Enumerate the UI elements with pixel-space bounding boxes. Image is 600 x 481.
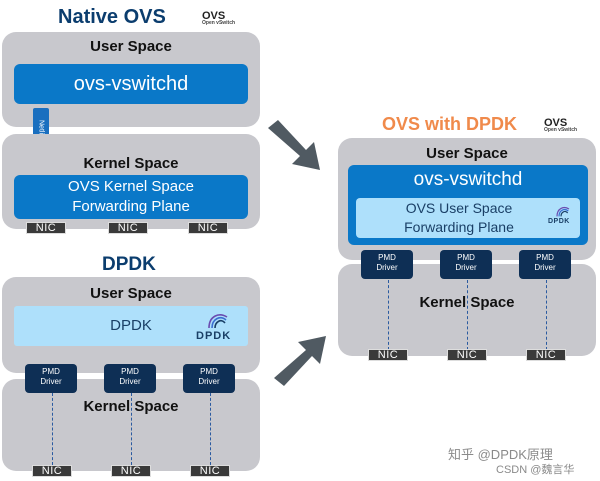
- pmd-label-1: PMD: [121, 367, 139, 376]
- dpdk-link-line-1: [52, 393, 53, 465]
- ovs-dpdk-vswitchd-label: ovs-vswitchd: [413, 169, 523, 190]
- native-nic-2: NIC: [108, 222, 148, 234]
- dpdk-link-line-2: [131, 393, 132, 465]
- arrow-up-right-icon: [274, 336, 326, 386]
- dpdk-kernel-space-label: Kernel Space: [83, 398, 179, 415]
- dpdk-logo: DPDK: [196, 310, 238, 344]
- pmd-label-1: PMD: [200, 367, 218, 376]
- pmd-label-2: Driver: [376, 263, 398, 272]
- native-ovs-title: Native OVS: [58, 6, 166, 28]
- ovs-logo: OVS Open vSwitch: [202, 10, 235, 26]
- ovs-dpdk-pmd-driver-1: PMD Driver: [361, 250, 413, 279]
- dpdk-nic-3: NIC: [190, 465, 230, 477]
- ovs-dpdk-link-line-1: [388, 280, 389, 350]
- native-nic-3: NIC: [188, 222, 228, 234]
- dpdk-pmd-driver-2: PMD Driver: [104, 364, 156, 393]
- ovs-logo-subtitle: Open vSwitch: [544, 127, 578, 133]
- native-kernel-fwd-plane: OVS Kernel Space Forwarding Plane: [14, 175, 248, 219]
- ovs-logo-subtitle: Open vSwitch: [202, 20, 236, 26]
- dpdk-pmd-driver-3: PMD Driver: [183, 364, 235, 393]
- native-vswitchd-box: ovs-vswitchd: [14, 64, 248, 104]
- ovs-logo-text: OVS: [544, 117, 568, 129]
- ovs-dpdk-nic-3: NIC: [526, 349, 566, 361]
- native-fwd-line2: Forwarding Plane: [72, 198, 190, 215]
- pmd-label-2: Driver: [119, 377, 141, 386]
- pmd-label-2: Driver: [455, 263, 477, 272]
- watermark-line2: CSDN @魏言华: [496, 464, 575, 476]
- ovs-user-fwd-line2: Forwarding Plane: [404, 219, 514, 235]
- netlink-label: Netlink: [37, 120, 45, 142]
- pmd-label-1: PMD: [42, 367, 60, 376]
- ovs-dpdk-pmd-driver-2: PMD Driver: [440, 250, 492, 279]
- ovs-dpdk-nic-1: NIC: [368, 349, 408, 361]
- ovs-dpdk-logo: DPDK: [548, 204, 578, 234]
- watermark-line1: 知乎 @DPDK原理: [448, 447, 553, 462]
- native-fwd-line1: OVS Kernel Space: [68, 178, 194, 195]
- dpdk-title: DPDK: [102, 254, 156, 275]
- dpdk-swirl-icon: [556, 207, 570, 217]
- ovs-logo: OVS Open vSwitch: [544, 117, 577, 133]
- pmd-label-1: PMD: [536, 253, 554, 262]
- pmd-label-2: Driver: [198, 377, 220, 386]
- ovs-dpdk-link-line-3: [546, 280, 547, 350]
- dpdk-user-space-label: User Space: [90, 285, 172, 302]
- ovs-dpdk-nic-2: NIC: [447, 349, 487, 361]
- ovs-user-fwd-plane: OVS User Space Forwarding Plane: [356, 198, 580, 238]
- arrow-down-right-icon: [268, 120, 320, 170]
- pmd-label-2: Driver: [534, 263, 556, 272]
- ovs-dpdk-kernel-space-label: Kernel Space: [419, 294, 515, 311]
- ovs-dpdk-title: OVS with DPDK: [382, 114, 518, 134]
- ovs-logo-text: OVS: [202, 10, 226, 22]
- ovs-user-fwd-line1: OVS User Space: [405, 200, 513, 216]
- ovs-dpdk-user-space-label: User Space: [426, 145, 508, 162]
- dpdk-nic-2: NIC: [111, 465, 151, 477]
- dpdk-pmd-driver-1: PMD Driver: [25, 364, 77, 393]
- dpdk-box-label: DPDK: [110, 317, 152, 334]
- native-nic-1: NIC: [26, 222, 66, 234]
- pmd-label-1: PMD: [378, 253, 396, 262]
- pmd-label-1: PMD: [457, 253, 475, 262]
- dpdk-logo-text: DPDK: [196, 330, 232, 342]
- pmd-label-2: Driver: [40, 377, 62, 386]
- native-kernel-space-label: Kernel Space: [83, 155, 179, 172]
- dpdk-swirl-icon: [208, 314, 228, 329]
- native-user-space-label: User Space: [90, 38, 172, 55]
- ovs-dpdk-link-line-2: [467, 280, 468, 350]
- dpdk-nic-1: NIC: [32, 465, 72, 477]
- dpdk-link-line-3: [210, 393, 211, 465]
- ovs-dpdk-pmd-driver-3: PMD Driver: [519, 250, 571, 279]
- ovs-dpdk-logo-text: DPDK: [548, 218, 570, 225]
